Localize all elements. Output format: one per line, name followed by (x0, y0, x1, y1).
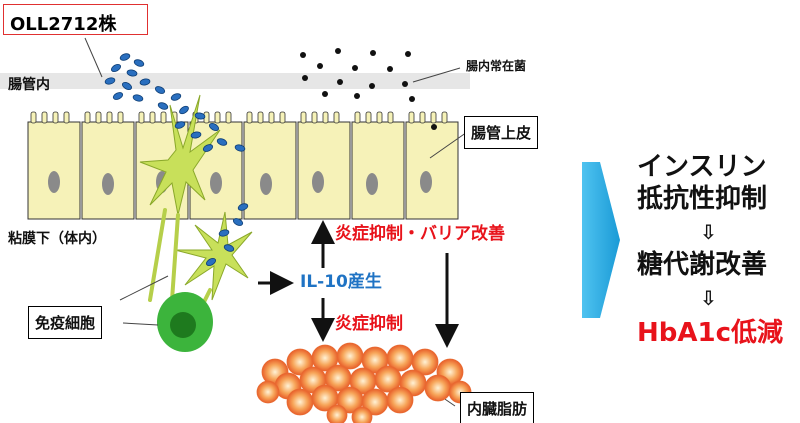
outcome-arrow-1: ⇩ (700, 220, 717, 244)
strain-bacteria (104, 53, 249, 267)
lumen-band (0, 73, 470, 89)
pathway-arrows (258, 220, 459, 348)
outcome-line3: 糖代謝改善 (637, 250, 768, 280)
epithelial-cell (351, 121, 405, 220)
epithelium-layer (27, 111, 459, 220)
microvilli (30, 111, 448, 124)
visceral-fat-label: 内臓脂肪 (460, 392, 535, 423)
outcome-arrow-2: ⇩ (700, 286, 717, 310)
il10-label: IL-10産生 (300, 272, 382, 292)
big-right-arrow (582, 162, 620, 318)
immune-cell-label: 免疫細胞 (28, 306, 103, 339)
epithelial-cell (405, 121, 459, 220)
dendritic-cell (139, 94, 221, 216)
outcome-line2: 抵抗性抑制 (637, 184, 768, 214)
submucosa-label: 粘膜下（体内） (8, 231, 106, 247)
epithelial-cell (27, 121, 81, 220)
commensal-bacteria-label: 腸内常在菌 (466, 59, 527, 73)
leader-lines (84, 37, 471, 407)
dendritic-cell (174, 211, 253, 301)
outcome-result: HbA1c低減 (637, 318, 783, 348)
intestinal-lumen-label: 腸管内 (8, 77, 50, 93)
outcome-line1: インスリン (637, 152, 767, 182)
epithelial-cell (243, 121, 297, 220)
epithelial-cell (81, 121, 135, 220)
anti-inflammation-label: 炎症抑制 (335, 314, 403, 334)
epithelium-label: 腸管上皮 (464, 116, 539, 149)
commensal-bacteria (300, 48, 437, 130)
epithelial-cell (297, 121, 351, 220)
immune-cell (157, 292, 213, 352)
visceral-fat-cluster (256, 342, 472, 423)
strain-label: OLL2712株 (3, 4, 148, 35)
anti-inflammation-barrier-label: 炎症抑制・バリア改善 (335, 224, 505, 244)
